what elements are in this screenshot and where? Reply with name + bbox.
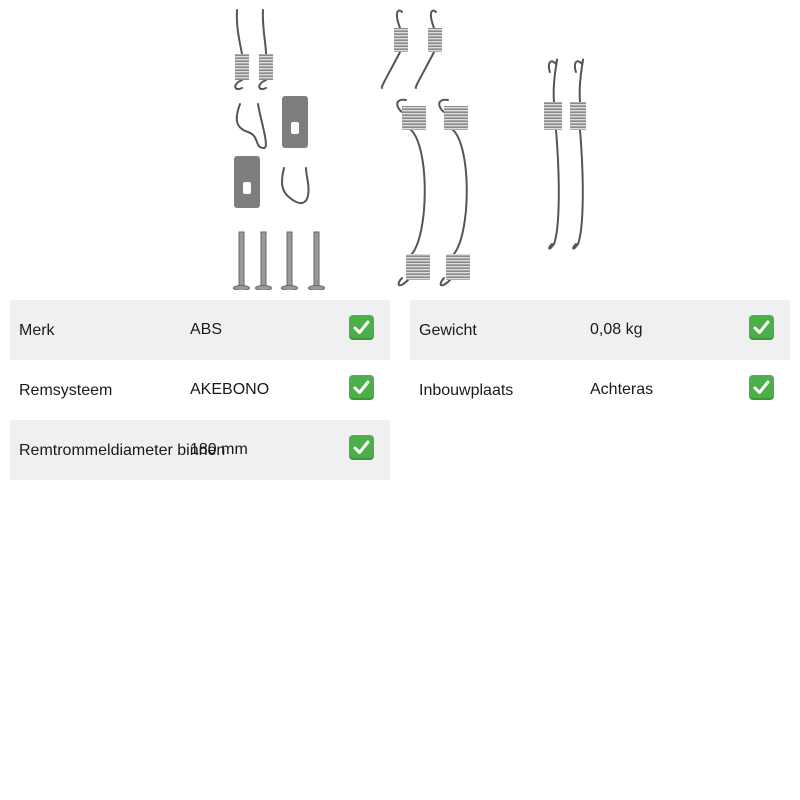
check-mark-button-icon bbox=[349, 435, 374, 460]
spec-row-inbouwplaats: Inbouwplaats Achteras bbox=[410, 360, 790, 420]
spec-value: ABS bbox=[190, 321, 223, 338]
spec-label: Inbouwplaats bbox=[419, 382, 514, 399]
check-mark-button-icon bbox=[749, 315, 774, 340]
spec-table-right: Gewicht 0,08 kg Inbouwplaats Achteras bbox=[410, 300, 790, 420]
spec-row-gewicht: Gewicht 0,08 kg bbox=[410, 300, 790, 360]
spec-value: 180 mm bbox=[190, 441, 248, 458]
spec-label: Remsysteem bbox=[19, 382, 113, 399]
spec-value: 0,08 kg bbox=[590, 321, 643, 338]
spec-label: Gewicht bbox=[419, 322, 477, 339]
spec-table-left: Merk ABS Remsysteem AKEBONO Remtrommeldi… bbox=[10, 300, 390, 480]
spec-label: Merk bbox=[19, 322, 55, 339]
spec-row-remsysteem: Remsysteem AKEBONO bbox=[10, 360, 390, 420]
spec-row-merk: Merk ABS bbox=[10, 300, 390, 360]
check-mark-button-icon bbox=[749, 375, 774, 400]
spec-label: Remtrommeldiameter binnen bbox=[19, 442, 226, 459]
spec-value: AKEBONO bbox=[190, 381, 270, 398]
check-mark-button-icon bbox=[349, 375, 374, 400]
spec-row-remtrommeldiameter: Remtrommeldiameter binnen 180 mm bbox=[10, 420, 390, 480]
spec-value: Achteras bbox=[590, 381, 654, 398]
product-image bbox=[233, 9, 586, 290]
check-mark-button-icon bbox=[349, 315, 374, 340]
